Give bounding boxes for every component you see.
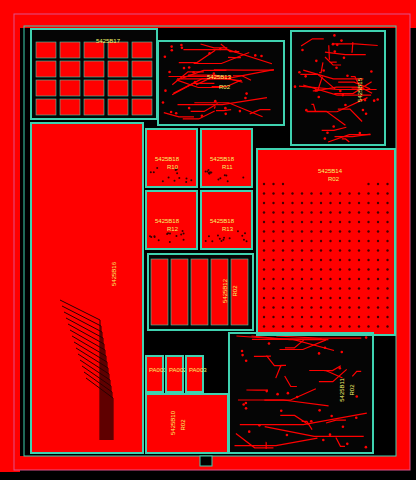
ref-designator: 5425B18 xyxy=(210,218,234,224)
board-outline xyxy=(14,14,410,470)
trace xyxy=(60,300,100,440)
trace xyxy=(74,342,107,440)
trace xyxy=(76,348,108,440)
copper-region xyxy=(145,393,229,454)
footprint-region: 5425B15 xyxy=(290,30,386,146)
ref-designator: 5425B11 xyxy=(339,378,345,402)
ref-designator: 5425B15 xyxy=(357,78,363,102)
footprint-region: 5425B18R10 xyxy=(145,128,198,188)
ref-designator: 5425B13 xyxy=(207,74,231,80)
footprint-region: PA003 xyxy=(185,355,204,393)
ref-designator: R02 xyxy=(219,84,230,90)
trace xyxy=(82,366,111,440)
copper-region xyxy=(145,355,164,393)
trace xyxy=(66,318,103,440)
footprint-region: 5425B12 R02 xyxy=(147,253,254,331)
copper-region xyxy=(30,28,158,120)
ref-designator: PA001 xyxy=(149,367,167,373)
footprint-region: 5425B14R02 xyxy=(256,148,396,336)
copper-fills xyxy=(30,28,396,454)
ref-designator: 5425B12 xyxy=(222,279,228,303)
copper-region xyxy=(145,128,198,188)
footprint-region: 5425B18R13 xyxy=(200,190,253,250)
copper-region xyxy=(256,148,396,336)
ref-designator: 5425B14 xyxy=(318,168,342,174)
copper-region xyxy=(165,355,184,393)
copper-region xyxy=(200,190,253,250)
copper-border xyxy=(20,456,410,470)
ref-designator: R02 xyxy=(180,419,186,430)
copper-region xyxy=(157,40,285,126)
copper-region xyxy=(185,355,204,393)
ref-designator: PA003 xyxy=(189,367,207,373)
ref-designator: 5425B10 xyxy=(170,411,176,435)
copper-border xyxy=(0,0,20,472)
footprint-region: PA002 xyxy=(165,355,184,393)
footprint-region: 5425B18R11 xyxy=(200,128,253,188)
footprint-region: PA001 xyxy=(145,355,164,393)
copper-region xyxy=(200,128,253,188)
ref-designator: R13 xyxy=(222,226,233,232)
ref-designator: 5425B18 xyxy=(155,156,179,162)
footprint-region: 5425B10 R02 xyxy=(145,393,229,454)
ref-designator: 5425B18 xyxy=(210,156,234,162)
trace xyxy=(84,372,112,440)
trace xyxy=(86,378,113,440)
footprint-region: 5425B16 xyxy=(30,122,144,454)
ref-designator: R12 xyxy=(167,226,178,232)
ref-designator: R02 xyxy=(349,384,355,395)
footprint-region: 5425B13R02 xyxy=(157,40,285,126)
copper-region xyxy=(290,30,386,146)
copper-region xyxy=(147,253,254,331)
trace xyxy=(70,330,105,440)
ref-designator: PA002 xyxy=(169,367,187,373)
footprint-region: 5425B17 xyxy=(30,28,158,120)
copper-border xyxy=(396,28,410,458)
ref-designator: R02 xyxy=(328,176,339,182)
footprint-region: 5425B18R12 xyxy=(145,190,198,250)
ref-designator: R02 xyxy=(232,285,238,296)
ref-designator: 5425B18 xyxy=(155,218,179,224)
footprint-region: 5425B11 R02 xyxy=(228,332,374,454)
ref-designator: 5425B16 xyxy=(111,262,117,286)
board-keepout xyxy=(24,26,396,456)
ref-designator: 5425B17 xyxy=(96,38,120,44)
copper-region xyxy=(228,332,374,454)
ref-designator: R10 xyxy=(167,164,178,170)
notch xyxy=(200,456,212,466)
copper-region xyxy=(30,122,144,454)
ref-designator: R11 xyxy=(222,164,233,170)
trace xyxy=(72,336,106,440)
copper-region xyxy=(145,190,198,250)
